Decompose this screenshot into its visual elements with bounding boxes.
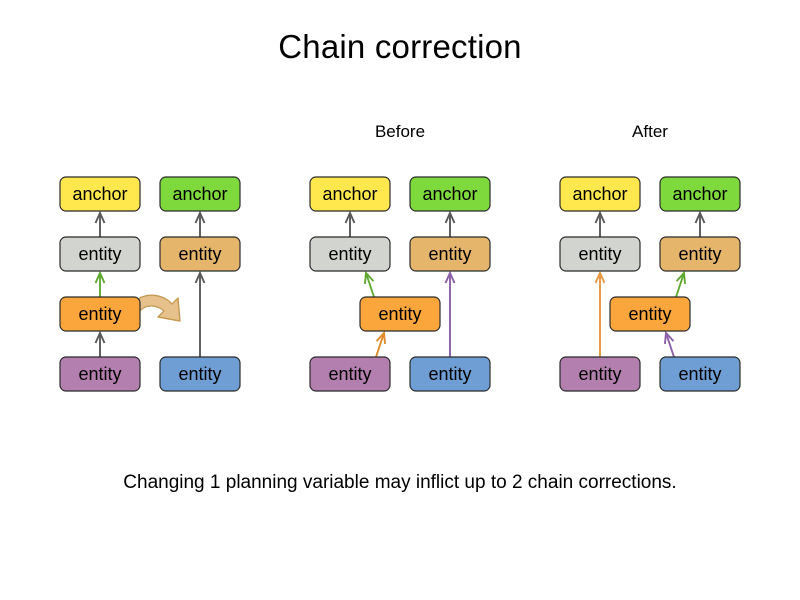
node-box-p2-anchor-right[interactable] [409,176,491,212]
node-p2-anchor-right[interactable]: anchor [409,176,491,212]
edge-p3-entity-tan-to-p3-anchor-right [694,210,706,237]
node-label-p1-entity-blue: entity [178,364,221,384]
node-p3-anchor-right[interactable]: anchor [659,176,741,212]
node-label-p1-entity-gray: entity [78,244,121,264]
node-box-p2-anchor-left[interactable] [309,176,391,212]
caption-text: Changing 1 planning variable may inflict… [123,472,677,493]
node-box-p1-entity-purple[interactable] [59,356,141,392]
node-box-p3-entity-gray[interactable] [559,236,641,272]
node-label-p3-entity-purple: entity [578,364,621,384]
panel-label-after: After [632,122,668,141]
edge-p1-entity-orange-to-p1-entity-gray [94,270,106,297]
node-p2-entity-orange[interactable]: entity [359,296,441,332]
node-p2-entity-purple[interactable]: entity [309,356,391,392]
node-box-p1-entity-orange[interactable] [59,296,141,332]
edge-p3-entity-purple-to-p3-entity-gray [594,270,606,357]
node-label-p2-entity-blue: entity [428,364,471,384]
node-label-p3-entity-orange: entity [628,304,671,324]
panel-label-before: Before [374,122,426,141]
edge-p2-entity-purple-to-p2-entity-orange [375,330,387,358]
node-p2-entity-gray[interactable]: entity [309,236,391,272]
edge-p2-entity-orange-to-p2-entity-gray [363,270,375,298]
edge-p2-entity-gray-to-p2-anchor-left [344,210,356,237]
nodes-layer: anchor anchor entity entity entity entity enti… [59,176,741,392]
node-p2-entity-blue[interactable]: entity [409,356,491,392]
node-p3-entity-blue[interactable]: entity [659,356,741,392]
node-p1-entity-orange[interactable]: entity [59,296,141,332]
node-label-p3-entity-blue: entity [678,364,721,384]
node-p3-entity-gray[interactable]: entity [559,236,641,272]
node-p1-anchor-left[interactable]: anchor [59,176,141,212]
node-box-p2-entity-blue[interactable] [409,356,491,392]
node-p3-entity-purple[interactable]: entity [559,356,641,392]
page-title: Chain correction [278,28,522,65]
node-label-p3-entity-tan: entity [678,244,721,264]
node-p1-anchor-right[interactable]: anchor [159,176,241,212]
edge-p3-entity-gray-to-p3-anchor-left [594,210,606,237]
node-p1-entity-tan[interactable]: entity [159,236,241,272]
node-box-p3-entity-orange[interactable] [609,296,691,332]
node-p2-anchor-left[interactable]: anchor [309,176,391,212]
node-label-p2-anchor-right: anchor [422,184,477,204]
node-box-p2-entity-purple[interactable] [309,356,391,392]
node-p1-entity-blue[interactable]: entity [159,356,241,392]
node-box-p1-entity-blue[interactable] [159,356,241,392]
node-label-p1-anchor-right: anchor [172,184,227,204]
node-box-p2-entity-orange[interactable] [359,296,441,332]
node-box-p1-entity-tan[interactable] [159,236,241,272]
node-box-p2-entity-tan[interactable] [409,236,491,272]
node-box-p1-anchor-right[interactable] [159,176,241,212]
node-label-p3-entity-gray: entity [578,244,621,264]
node-p3-entity-tan[interactable]: entity [659,236,741,272]
node-label-p1-entity-orange: entity [78,304,121,324]
edge-p1-entity-purple-to-p1-entity-orange [94,330,106,357]
edges-layer [94,210,706,358]
edge-p3-entity-blue-to-p3-entity-orange [663,330,675,358]
node-box-p3-entity-tan[interactable] [659,236,741,272]
node-label-p3-anchor-left: anchor [572,184,627,204]
edge-p1-entity-blue-to-p1-entity-tan [194,270,206,357]
node-label-p1-entity-tan: entity [178,244,221,264]
node-label-p2-entity-gray: entity [328,244,371,264]
node-p3-entity-orange[interactable]: entity [609,296,691,332]
node-box-p3-entity-purple[interactable] [559,356,641,392]
edge-p1-entity-gray-to-p1-anchor-left [94,210,106,237]
node-box-p2-entity-gray[interactable] [309,236,391,272]
node-label-p2-anchor-left: anchor [322,184,377,204]
node-label-p2-entity-purple: entity [328,364,371,384]
node-box-p1-entity-gray[interactable] [59,236,141,272]
edge-p3-entity-orange-to-p3-entity-tan [675,270,687,298]
node-p1-entity-purple[interactable]: entity [59,356,141,392]
node-label-p2-entity-orange: entity [378,304,421,324]
node-p3-anchor-left[interactable]: anchor [559,176,641,212]
edge-p2-entity-tan-to-p2-anchor-right [444,210,456,237]
node-box-p3-anchor-left[interactable] [559,176,641,212]
edge-p1-entity-tan-to-p1-anchor-right [194,210,206,237]
node-label-p1-entity-purple: entity [78,364,121,384]
node-box-p3-anchor-right[interactable] [659,176,741,212]
node-p2-entity-tan[interactable]: entity [409,236,491,272]
edge-p2-entity-blue-to-p2-entity-tan [444,270,456,357]
node-p1-entity-gray[interactable]: entity [59,236,141,272]
node-label-p3-anchor-right: anchor [672,184,727,204]
node-box-p1-anchor-left[interactable] [59,176,141,212]
node-label-p2-entity-tan: entity [428,244,471,264]
node-box-p3-entity-blue[interactable] [659,356,741,392]
node-label-p1-anchor-left: anchor [72,184,127,204]
